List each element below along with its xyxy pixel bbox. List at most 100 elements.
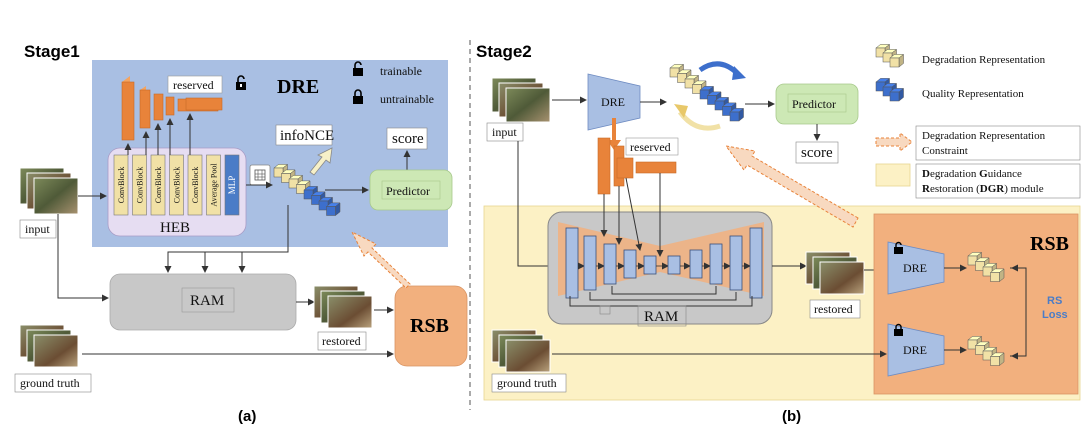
stage1-encoder bbox=[121, 76, 223, 141]
legend-dgr-segment: estoration ( bbox=[930, 183, 980, 195]
stage2-rsb-dre-top-label: DRE bbox=[903, 261, 927, 275]
ram-feature-column bbox=[565, 227, 579, 299]
ram-feature-column bbox=[689, 249, 703, 279]
stage1-restored-label: restored bbox=[322, 334, 361, 348]
infonce-label: infoNCE bbox=[280, 128, 334, 144]
ram-feature-column bbox=[729, 235, 743, 291]
legend-dgr-segment: D bbox=[922, 168, 930, 180]
legend-quality-representation: Quality Representation bbox=[922, 88, 1024, 100]
ram-feature-column bbox=[583, 235, 597, 291]
stage2-ground-truth-box bbox=[491, 373, 567, 393]
ram-feature-column bbox=[623, 249, 637, 279]
heb-block bbox=[169, 154, 184, 216]
stage2-rsb-dre-top bbox=[887, 241, 945, 295]
stage2-score-box bbox=[795, 141, 839, 164]
ram-feature-column bbox=[709, 243, 723, 285]
legend-dgr-line2: Restoration (DGR) module bbox=[922, 183, 1044, 195]
stage1-degradation-representation bbox=[273, 163, 311, 195]
heb-block-label: Average Pool bbox=[210, 163, 219, 207]
stage1-encoder-links bbox=[124, 113, 194, 155]
heb-block bbox=[187, 154, 203, 216]
stage1-input-box bbox=[19, 219, 57, 239]
legend-dgr-line1: Degradation Guidance bbox=[922, 168, 1022, 180]
stage2-restored-images bbox=[805, 251, 865, 295]
cube-face bbox=[990, 272, 1000, 282]
stage1-score-label: score bbox=[392, 131, 424, 147]
stage1-ram-label: RAM bbox=[190, 293, 224, 309]
stage2-caption: (b) bbox=[782, 408, 801, 425]
heb-block-label: ConvBlock bbox=[191, 167, 200, 203]
legend-constraint-arrow bbox=[875, 132, 913, 152]
legend-dgr-segment: uidance bbox=[988, 168, 1022, 180]
stage2-ground-truth-images bbox=[491, 329, 551, 373]
lock-open-icon bbox=[236, 75, 246, 90]
legend-dgr-segment: G bbox=[979, 168, 988, 180]
cube-face bbox=[326, 206, 336, 216]
ram-feature-column bbox=[667, 255, 681, 275]
ram-feature-column bbox=[603, 243, 617, 285]
stage1-caption: (a) bbox=[238, 408, 256, 425]
heb-block bbox=[113, 154, 129, 216]
stage2-degradation-representation bbox=[669, 63, 707, 95]
stage2-rsb-dre-bottom bbox=[887, 323, 945, 377]
heb-block-label: ConvBlock bbox=[136, 167, 145, 203]
stage2-restored-label: restored bbox=[814, 302, 853, 316]
stage2-input-to-ram bbox=[517, 141, 557, 270]
stage2-rsb-label: RSB bbox=[1030, 233, 1069, 255]
stage2-predictor-inner bbox=[787, 93, 847, 113]
cube-face bbox=[990, 356, 1000, 366]
heb-block bbox=[224, 154, 240, 216]
stage2-ram-label: RAM bbox=[644, 309, 678, 325]
stage1-ground-truth-label: ground truth bbox=[20, 376, 80, 390]
lock-open-icon bbox=[894, 241, 903, 254]
stage2-predictor-label: Predictor bbox=[792, 97, 836, 111]
stage2-guidance-links bbox=[600, 173, 664, 257]
heb-block-label: ConvBlock bbox=[173, 167, 182, 203]
legend-degradation-icon bbox=[875, 43, 905, 68]
legend-constraint-line2: Constraint bbox=[922, 145, 968, 157]
legend-constraint-line1: Degradation Representation bbox=[922, 130, 1046, 142]
heb-block-label: ConvBlock bbox=[154, 167, 163, 203]
cube-face bbox=[889, 91, 900, 102]
stage2-dre-to-encoder bbox=[607, 118, 621, 150]
stage2-ground-truth-label: ground truth bbox=[497, 376, 557, 390]
lock-closed-icon bbox=[353, 89, 363, 104]
stage1-ground-truth-box bbox=[14, 373, 92, 393]
stage2-input-images bbox=[491, 77, 551, 123]
ram-feature-column bbox=[749, 227, 763, 299]
legend-constraint-box bbox=[915, 125, 1081, 161]
stage2-restored-box bbox=[809, 299, 861, 319]
legend-untrainable: untrainable bbox=[380, 92, 434, 106]
stage1-title: Stage1 bbox=[24, 42, 80, 61]
stage2-quality-representation bbox=[699, 85, 745, 122]
cube-face bbox=[729, 111, 740, 122]
legend-degradation-representation: Degradation Representation bbox=[922, 54, 1046, 66]
stage1-input-label: input bbox=[25, 222, 50, 236]
stage1-input-images bbox=[19, 167, 79, 215]
ram-feature-column bbox=[643, 255, 657, 275]
stage1-reserved-box bbox=[167, 75, 223, 94]
legend-trainable: trainable bbox=[380, 64, 422, 78]
stage1-ram-inner bbox=[181, 287, 235, 313]
stage2-input-label: input bbox=[492, 125, 517, 139]
rs-loss-line1: RS bbox=[1047, 295, 1062, 307]
cycle-arrow-icon bbox=[674, 61, 746, 131]
stage2-ram-inner bbox=[637, 305, 687, 327]
stage2-reserved-box bbox=[625, 137, 679, 156]
stage1-ground-truth-images bbox=[19, 324, 79, 368]
legend-dgr-segment: DGR bbox=[980, 183, 1006, 195]
legend-dgr-segment: ) module bbox=[1004, 183, 1044, 195]
cube-face bbox=[889, 57, 900, 68]
legend-dgr-box bbox=[915, 163, 1081, 199]
stage2-reserved-label: reserved bbox=[630, 140, 671, 154]
legend-dgr-swatch bbox=[875, 163, 911, 187]
stage2-rsb-dre-bottom-label: DRE bbox=[903, 343, 927, 357]
stage1-restored-box bbox=[317, 331, 367, 351]
infonce-box bbox=[275, 124, 333, 146]
heb-block bbox=[132, 154, 147, 216]
heb-block-label: MLP bbox=[227, 176, 237, 195]
attention-grid-icon bbox=[249, 164, 271, 186]
